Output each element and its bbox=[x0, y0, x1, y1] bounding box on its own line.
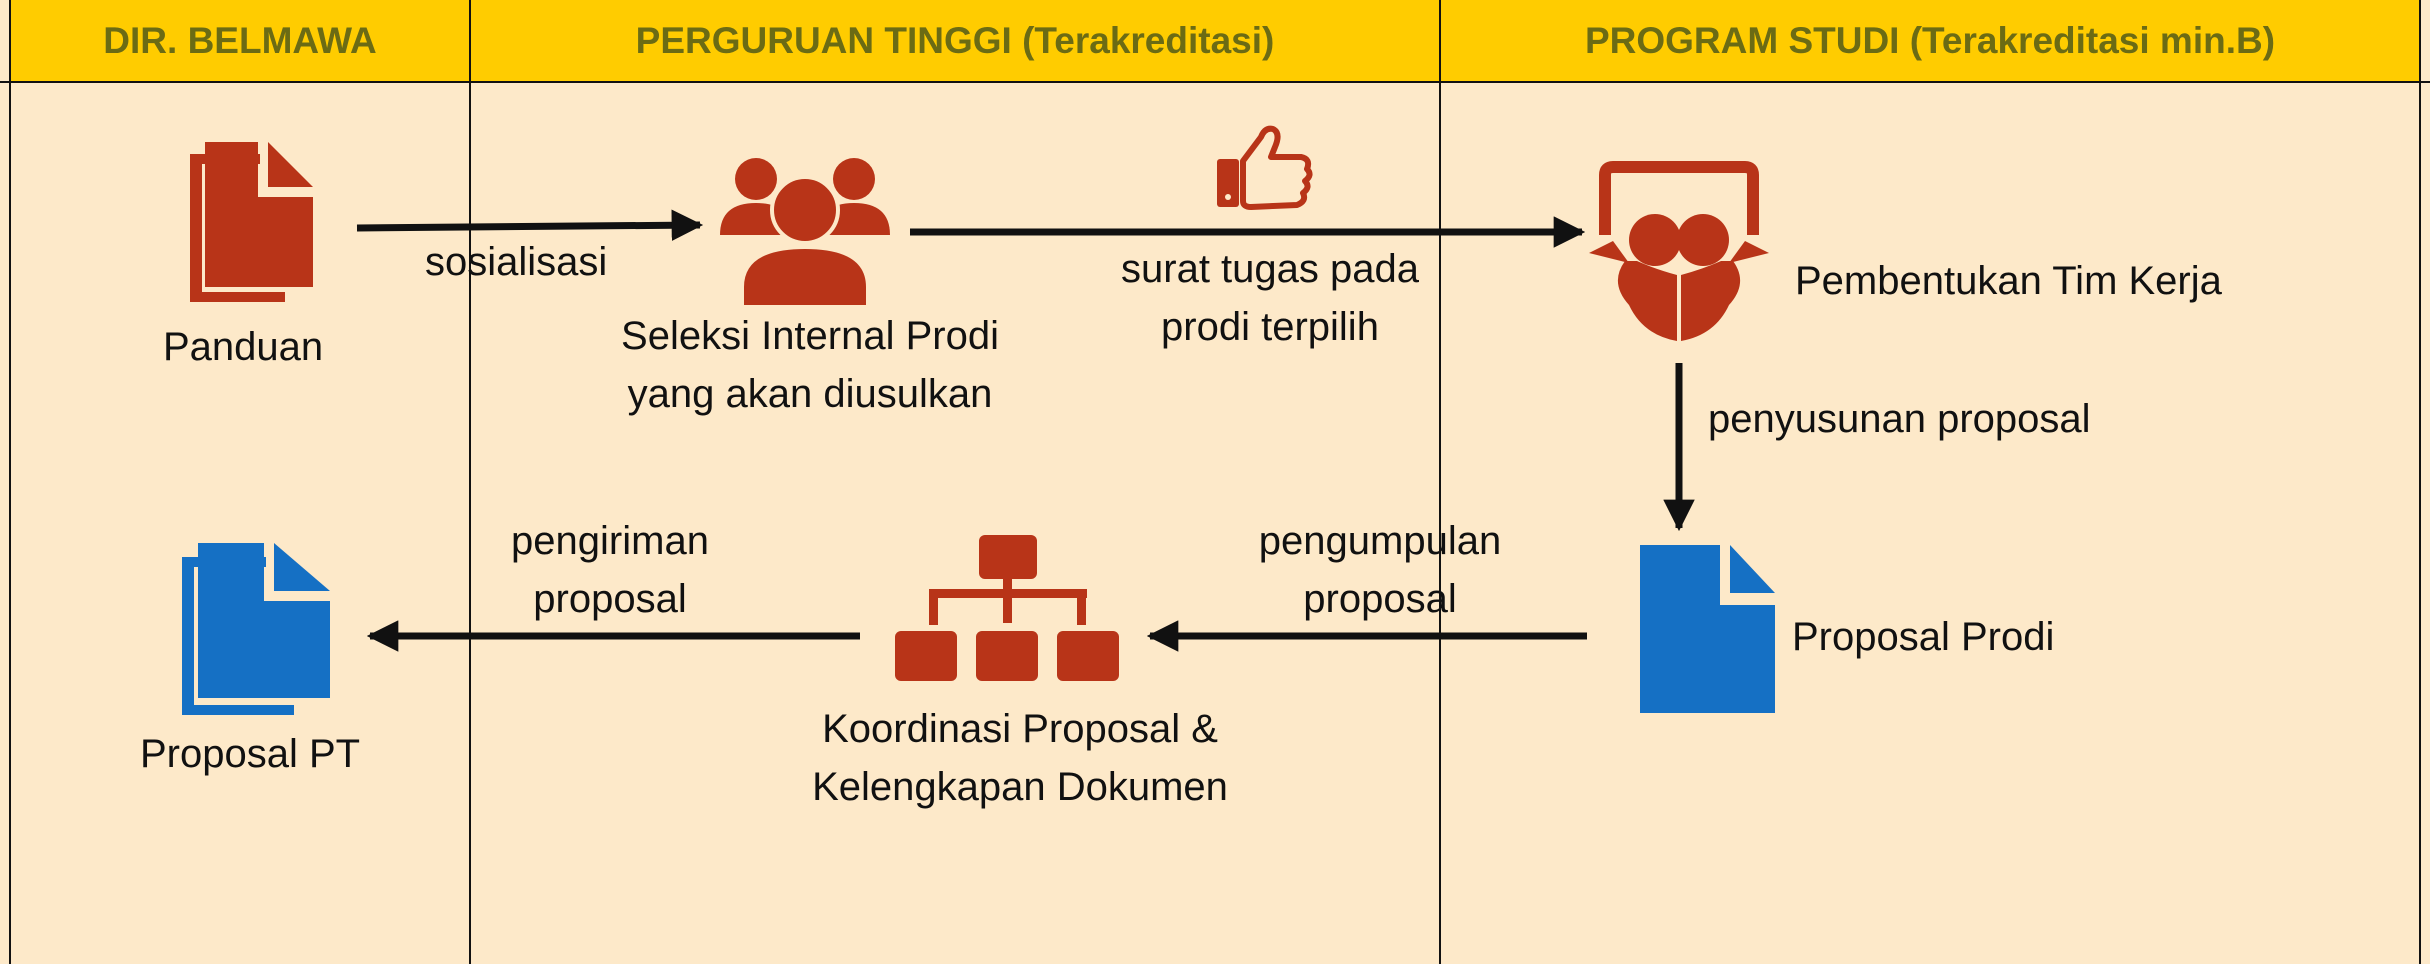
border-left bbox=[9, 0, 11, 964]
lane-divider-1 bbox=[469, 0, 471, 964]
node-label-seleksi-line2: yang akan diusulkan bbox=[627, 372, 993, 416]
arrow-sosialisasi bbox=[356, 209, 704, 241]
node-label-seleksi-line1: Seleksi Internal Prodi bbox=[621, 314, 999, 358]
node-label-panduan: Panduan bbox=[163, 325, 324, 369]
node-label-koordinasi: Koordinasi Proposal & Kelengkapan Dokume… bbox=[760, 700, 1280, 816]
header-perguruan-tinggi: PERGURUAN TINGGI (Terakreditasi) bbox=[470, 0, 1440, 81]
border-right bbox=[2419, 0, 2421, 964]
thumbs-up-icon bbox=[1217, 125, 1313, 210]
node-label-proposal-prodi: Proposal Prodi bbox=[1792, 615, 2055, 659]
document-icon bbox=[1640, 545, 1775, 713]
edge-label-pengiriman-line2: proposal bbox=[533, 577, 687, 621]
edge-label-pengumpulan-line2: proposal bbox=[1303, 577, 1457, 621]
node-label-proposal-pt: Proposal PT bbox=[140, 732, 361, 776]
users-group-icon bbox=[720, 158, 890, 309]
documents-icon bbox=[182, 543, 330, 715]
node-label-pembentukan: Pembentukan Tim Kerja bbox=[1795, 259, 2222, 303]
header-bottom-border bbox=[0, 81, 2430, 83]
org-chart-icon bbox=[895, 535, 1119, 681]
edge-label-surat-tugas-line2: prodi terpilih bbox=[1161, 305, 1379, 349]
node-label-koordinasi-line1: Koordinasi Proposal & bbox=[822, 707, 1218, 751]
edge-label-penyusunan: penyusunan proposal bbox=[1708, 397, 2091, 441]
edge-label-pengumpulan-line1: pengumpulan bbox=[1258, 519, 1502, 563]
edge-label-surat-tugas-line1: surat tugas pada bbox=[1121, 247, 1419, 291]
header-program-studi: PROGRAM STUDI (Terakreditasi min.B) bbox=[1440, 0, 2420, 81]
edge-label-pengiriman-line1: pengiriman bbox=[511, 519, 709, 563]
edge-label-pengumpulan: pengumpulan proposal bbox=[1180, 512, 1580, 628]
edge-label-sosialisasi: sosialisasi bbox=[425, 240, 608, 284]
node-label-seleksi: Seleksi Internal Prodi yang akan diusulk… bbox=[580, 307, 1040, 423]
documents-icon bbox=[190, 142, 313, 302]
team-board-icon bbox=[1589, 161, 1769, 341]
lane-divider-2 bbox=[1439, 0, 1441, 964]
edge-label-pengiriman: pengiriman proposal bbox=[430, 512, 790, 628]
header-dir-belmawa: DIR. BELMAWA bbox=[10, 0, 470, 81]
edge-label-surat-tugas: surat tugas pada prodi terpilih bbox=[1060, 240, 1480, 356]
node-label-koordinasi-line2: Kelengkapan Dokumen bbox=[812, 765, 1228, 809]
